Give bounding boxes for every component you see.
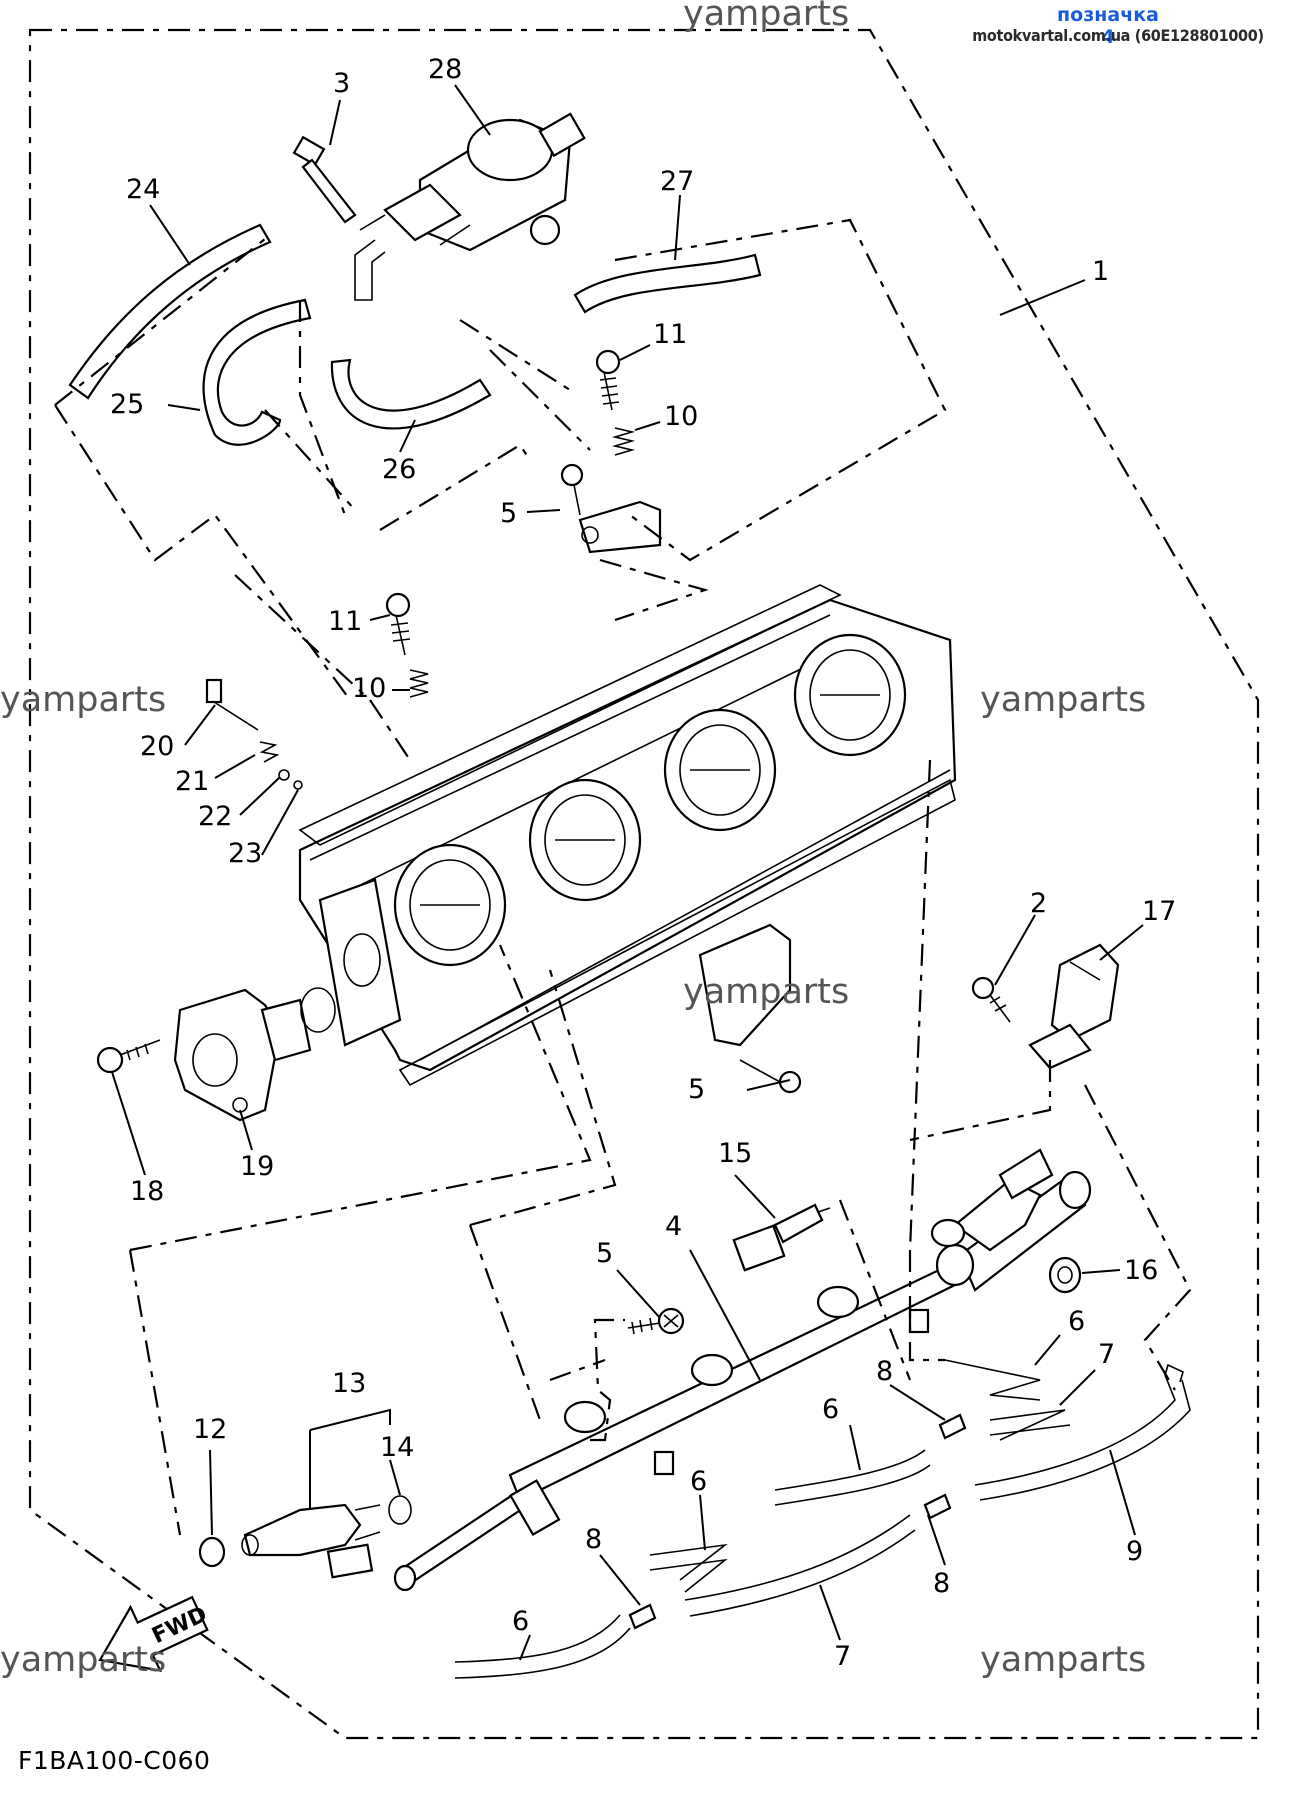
- callout-5-rail: 5: [596, 1238, 613, 1269]
- solenoid-valve-28: [359, 112, 586, 252]
- callout-8-a: 8: [876, 1356, 893, 1387]
- callout-6-d: 6: [512, 1606, 529, 1637]
- throttle-body-assembly: [298, 584, 957, 1087]
- hose-6b: [774, 1449, 926, 1491]
- injector-13: [241, 1503, 381, 1579]
- washer-22: [278, 769, 290, 781]
- seal-12: [198, 1536, 226, 1568]
- callout-7-a: 7: [1098, 1339, 1115, 1370]
- callout-23: 23: [228, 838, 262, 869]
- hose-9: [974, 1374, 1191, 1501]
- screw-11-top: [595, 349, 621, 411]
- callout-20: 20: [140, 731, 174, 762]
- screw-18: [96, 1039, 161, 1074]
- diagram-code: F1BA100-C060: [18, 1746, 211, 1775]
- header-subtitle: motokvartal.com.ua (60E128801000): [972, 26, 1264, 45]
- oring-23: [293, 780, 303, 790]
- callout-7-b: 7: [834, 1641, 851, 1672]
- callout-6-a: 6: [1068, 1306, 1085, 1337]
- hose-6b-2: [774, 1464, 931, 1506]
- clamp-8a: [938, 1413, 967, 1440]
- callout-25: 25: [110, 389, 144, 420]
- callout-10-top: 10: [664, 401, 698, 432]
- callout-19: 19: [240, 1151, 274, 1182]
- callout-11-top: 11: [653, 319, 687, 350]
- watermark-bottom-left: yamparts: [0, 1640, 167, 1680]
- callout-11-left: 11: [328, 606, 362, 637]
- hose-6a: [944, 1359, 1041, 1401]
- hose-24: [68, 223, 272, 400]
- hose-26: [330, 358, 492, 430]
- spring-10-left: [409, 669, 429, 698]
- hose-vertical: [1164, 1363, 1184, 1383]
- callout-6-b: 6: [822, 1394, 839, 1425]
- callout-2: 2: [1030, 888, 1047, 919]
- screw-5-rail: [627, 1307, 685, 1335]
- callout-5-top: 5: [500, 498, 517, 529]
- screw-2: [971, 976, 1011, 1023]
- callout-6-c: 6: [690, 1466, 707, 1497]
- callout-3: 3: [333, 68, 350, 99]
- callout-26: 26: [382, 454, 416, 485]
- header-title: позначка 4: [1057, 4, 1159, 48]
- callout-15: 15: [718, 1138, 752, 1169]
- screw-11-left: [385, 592, 411, 656]
- bracket-5-middle: [698, 923, 802, 1094]
- hose-6d: [454, 1614, 621, 1663]
- temperature-sensor-15: [732, 1203, 831, 1272]
- callout-24: 24: [126, 174, 160, 205]
- callout-numbers: 1 2 3 4 5 5 5 6 6 6 6 7 7 8 8 8 9 10 10 …: [110, 54, 1176, 1672]
- callout-10-left: 10: [352, 673, 386, 704]
- callout-28: 28: [428, 54, 462, 85]
- callout-8-c: 8: [933, 1568, 950, 1599]
- callout-4: 4: [665, 1211, 682, 1242]
- callout-9: 9: [1126, 1536, 1143, 1567]
- hose-7b: [684, 1514, 916, 1617]
- callout-12: 12: [193, 1414, 227, 1445]
- hose-6c: [649, 1543, 728, 1581]
- throttle-position-sensor-19: [173, 988, 312, 1122]
- leader-lines: [111, 84, 1144, 1661]
- callout-21: 21: [175, 766, 209, 797]
- hose-25: [202, 298, 312, 446]
- hose-6d-2: [454, 1627, 631, 1679]
- callout-22: 22: [198, 801, 232, 832]
- bracket-5-top: [560, 463, 662, 554]
- watermark-bottom-right: yamparts: [980, 1640, 1147, 1680]
- watermark-top: yamparts: [683, 0, 850, 34]
- nut-16: [1048, 1256, 1082, 1294]
- hose-27: [573, 253, 762, 314]
- callout-17: 17: [1142, 896, 1176, 927]
- callout-14: 14: [380, 1432, 414, 1463]
- fuel-rail-4: [393, 1148, 1092, 1592]
- hose-7a: [989, 1409, 1071, 1441]
- oring-sensor: [300, 987, 336, 1033]
- callout-5-middle: 5: [688, 1074, 705, 1105]
- oring-14: [388, 1495, 412, 1525]
- watermark-center: yamparts: [683, 972, 850, 1012]
- sensor-17: [1028, 943, 1120, 1070]
- callout-16: 16: [1124, 1255, 1158, 1286]
- clamp-8c: [628, 1603, 657, 1630]
- bolt-3: [292, 135, 357, 224]
- spring-10-top: [611, 427, 636, 456]
- watermark-left: yamparts: [0, 680, 167, 720]
- group-outlines: [54, 218, 1192, 1536]
- spring-21: [259, 741, 280, 763]
- clamp-8b: [923, 1493, 952, 1520]
- hose-6c-2: [649, 1558, 728, 1593]
- assembly-boundary: [28, 28, 1260, 1740]
- watermark-right: yamparts: [980, 680, 1147, 720]
- callout-18: 18: [130, 1176, 164, 1207]
- callout-8-b: 8: [585, 1524, 602, 1555]
- callout-13: 13: [332, 1368, 366, 1399]
- pilot-screw-20: [205, 678, 259, 731]
- callout-1: 1: [1092, 256, 1109, 287]
- callout-27: 27: [660, 166, 694, 197]
